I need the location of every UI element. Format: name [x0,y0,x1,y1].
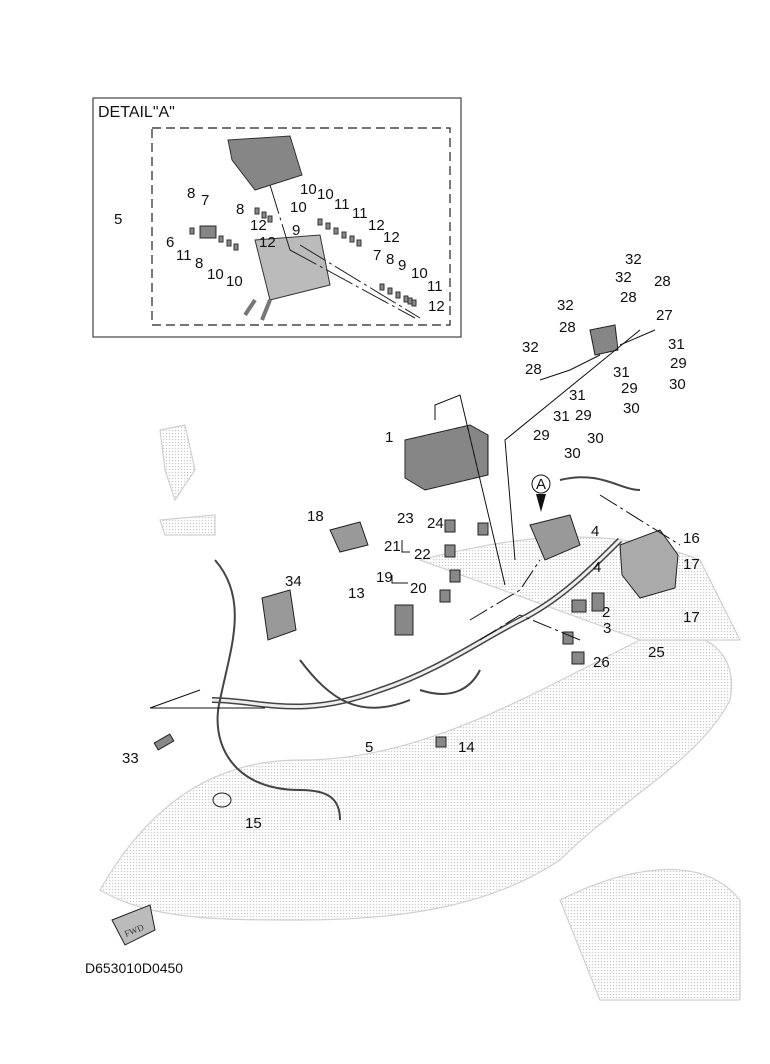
callout-32: 32 [625,251,642,268]
leader-lines [149,329,681,709]
callout-11: 11 [352,205,368,222]
callout-8: 8 [187,185,195,202]
callout-30: 30 [669,376,686,393]
callout-11: 11 [334,196,350,213]
callout-20: 20 [410,580,427,597]
callout-30: 30 [623,400,640,417]
callout-5: 5 [114,211,122,228]
callout-2: 2 [602,604,610,621]
callout-12: 12 [250,217,267,234]
callout-10: 10 [300,181,317,198]
callout-28: 28 [620,289,637,306]
detail-marker-label: A [536,476,546,493]
callout-10: 10 [411,265,428,282]
callout-7: 7 [201,192,209,209]
callout-17: 17 [683,556,700,573]
callout-18: 18 [307,508,324,525]
callout-10: 10 [226,273,243,290]
callout-29: 29 [575,407,592,424]
callout-25: 25 [648,644,665,661]
callout-15: 15 [245,815,262,832]
callout-19: 19 [376,569,393,586]
detail-a-marker: A [531,474,551,512]
callout-33: 33 [122,750,139,767]
callout-11: 11 [427,278,443,295]
callout-13: 13 [348,585,365,602]
callout-12: 12 [428,298,445,315]
callout-10: 10 [290,199,307,216]
callout-29: 29 [533,427,550,444]
parts-artwork [111,324,679,946]
bracket-27 [589,324,619,356]
fuse-box [529,514,581,561]
callout-3: 3 [603,620,611,637]
ecu-16 [619,529,679,599]
callout-10: 10 [207,266,224,283]
callout-12: 12 [383,229,400,246]
module-34 [261,589,297,641]
callout-17: 17 [683,609,700,626]
fwd-arrow [111,904,156,946]
callout-6: 6 [166,234,174,251]
callout-30: 30 [587,430,604,447]
callout-26: 26 [593,654,610,671]
callout-29: 29 [670,355,687,372]
callout-28: 28 [654,273,671,290]
detail-title: DETAIL"A" [98,104,175,121]
callout-32: 32 [522,339,539,356]
callout-9: 9 [398,257,406,274]
motorcycle-ghost-outline [99,424,741,1001]
callout-24: 24 [427,515,444,532]
callout-8: 8 [195,255,203,272]
callout-32: 32 [615,269,632,286]
callout-31: 31 [553,408,570,425]
callout-29: 29 [621,380,638,397]
callout-31: 31 [668,336,685,353]
callout-30: 30 [564,445,581,462]
callout-22: 22 [414,546,431,563]
callout-11: 11 [176,247,192,264]
callout-5: 5 [365,739,373,756]
callout-27: 27 [656,307,673,324]
callout-14: 14 [458,739,475,756]
detail-a-panel: DETAIL"A" [92,97,462,338]
callout-31: 31 [569,387,586,404]
callout-8: 8 [236,201,244,218]
callout-7: 7 [373,247,381,264]
callout-23: 23 [397,510,414,527]
callout-10: 10 [317,186,334,203]
callout-12: 12 [259,234,276,251]
callout-16: 16 [683,530,700,547]
callout-8: 8 [386,251,394,268]
callout-31: 31 [613,364,630,381]
callout-4: 4 [593,559,601,576]
diagram-code: D653010D0450 [85,960,183,976]
callout-34: 34 [285,573,302,590]
callout-9: 9 [292,222,300,239]
callout-4: 4 [591,523,599,540]
callout-28: 28 [525,361,542,378]
callout-21: 21 [384,538,401,555]
callout-12: 12 [368,217,385,234]
battery [404,424,489,491]
callout-28: 28 [559,319,576,336]
callout-1: 1 [385,429,393,446]
callout-32: 32 [557,297,574,314]
relay-18 [329,521,369,553]
